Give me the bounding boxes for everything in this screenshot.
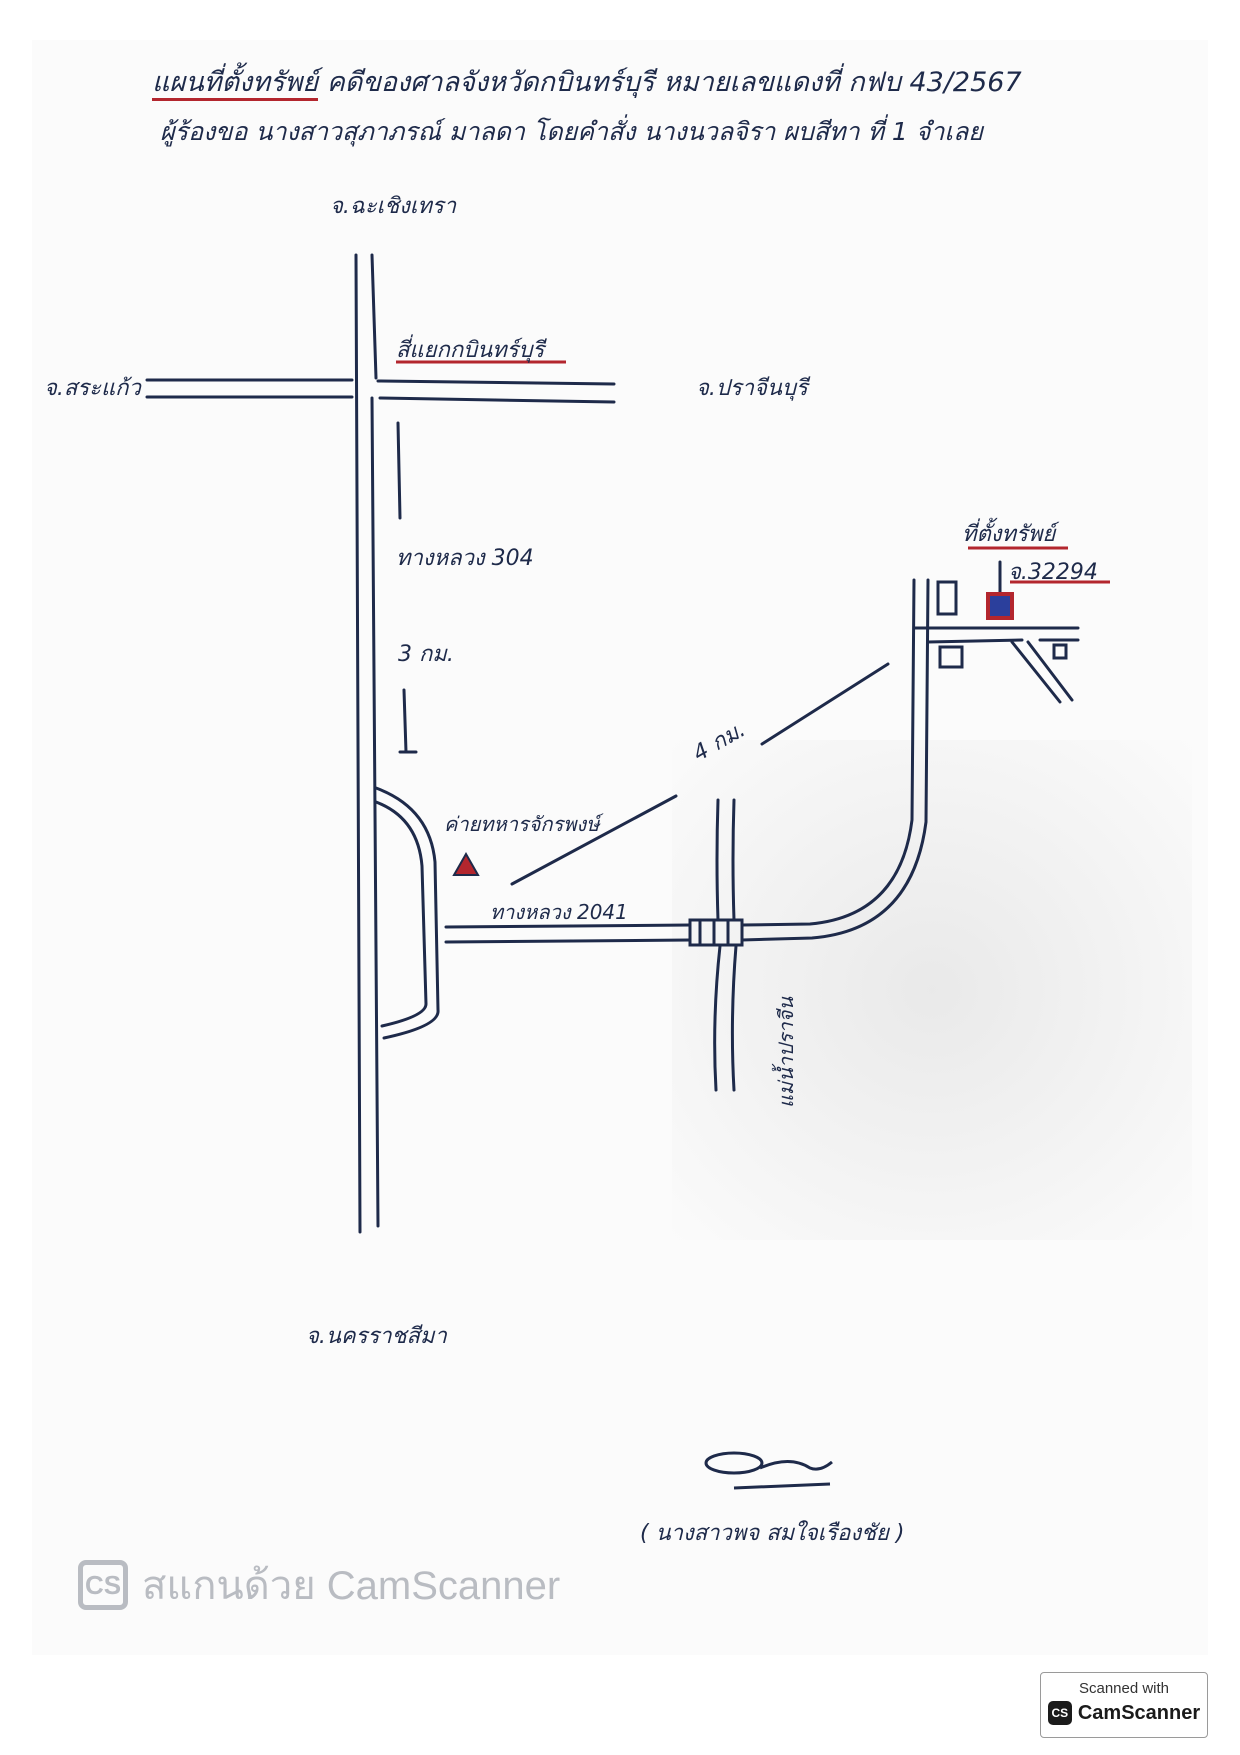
landmark-triangle — [452, 851, 480, 876]
loop-road-outer — [374, 786, 440, 1040]
west-destination-label: จ.สระแก้ว — [44, 376, 141, 401]
river-west-bank — [713, 798, 722, 1092]
loop-road-inner — [374, 800, 428, 1028]
bridge-rails — [698, 918, 730, 947]
signature-scribble — [704, 1451, 833, 1490]
river-label: แม่น้ำปราจีน — [774, 996, 798, 1108]
building-1 — [936, 580, 958, 616]
deed-number-label: จ.32294 — [1008, 560, 1098, 585]
camscanner-logo-icon: CS — [78, 1560, 128, 1610]
highway-304-west-edge — [354, 253, 362, 1234]
property-label: ที่ตั้งทรัพย์ — [962, 522, 1056, 547]
signature-loop — [704, 1451, 764, 1475]
cross-road-south-edge — [145, 395, 616, 404]
scan-shadow — [672, 740, 1192, 1240]
badge-brand-name: CamScanner — [1077, 1701, 1201, 1724]
highway-304-distance-label: 3 กม. — [398, 642, 454, 667]
scanned-sheet — [32, 40, 1208, 1655]
badge-brand-row: CS CamScanner — [1041, 1701, 1207, 1725]
bridge — [688, 918, 744, 947]
property-marker — [986, 592, 1014, 620]
building-2 — [938, 645, 964, 669]
highway-304-east-edge — [370, 253, 380, 1228]
scanned-with-badge: Scanned with CS CamScanner — [1040, 1672, 1208, 1738]
landmark-label: ค่ายทหารจักรพงษ์ — [444, 812, 600, 836]
building-3 — [1052, 643, 1068, 660]
camscanner-watermark-text: สแกนด้วย CamScanner — [142, 1564, 561, 1608]
signature-name: ( นางสาวพจ สมใจเรืองชัย ) — [640, 1521, 905, 1546]
map-title-line-1: แผนที่ตั้งทรัพย์ คดีของศาลจังหวัดกบินทร์… — [152, 60, 1022, 103]
map-title-line-2: ผู้ร้องขอ นางสาวสุภาภรณ์ มาลดา โดยคำสั่ง… — [160, 117, 983, 146]
distance-bar-lower — [402, 688, 408, 754]
branch-road — [1010, 640, 1074, 704]
diagonal-distance-line — [510, 662, 890, 886]
signature-underline — [733, 1482, 831, 1490]
map-title-case-info: คดีของศาลจังหวัดกบินทร์บุรี หมายเลขแดงที… — [326, 67, 1022, 98]
cross-road-north-edge — [145, 378, 616, 386]
highway-304-label: ทางหลวง 304 — [396, 546, 534, 571]
local-road-south-edge — [926, 638, 1080, 644]
distance-bar-upper — [396, 421, 402, 520]
north-destination-label: จ.ฉะเชิงเทรา — [330, 194, 457, 219]
highway-2041-south-edge — [444, 578, 930, 944]
camscanner-watermark: CS สแกนด้วย CamScanner — [78, 1553, 560, 1617]
highway-2041-label: ทางหลวง 2041 — [490, 900, 628, 924]
highway-2041-north-edge — [444, 578, 916, 929]
intersection-label: สี่แยกกบินทร์บุรี — [396, 338, 545, 363]
map-title-heading: แผนที่ตั้งทรัพย์ — [152, 67, 319, 101]
river-east-bank — [730, 798, 738, 1092]
south-destination-label: จ.นครราชสีมา — [306, 1324, 447, 1349]
signature-tail — [759, 1460, 833, 1471]
east-destination-label: จ.ปราจีนบุรี — [696, 376, 808, 401]
badge-caption: Scanned with — [1078, 1680, 1170, 1697]
badge-logo-icon: CS — [1047, 1701, 1072, 1725]
